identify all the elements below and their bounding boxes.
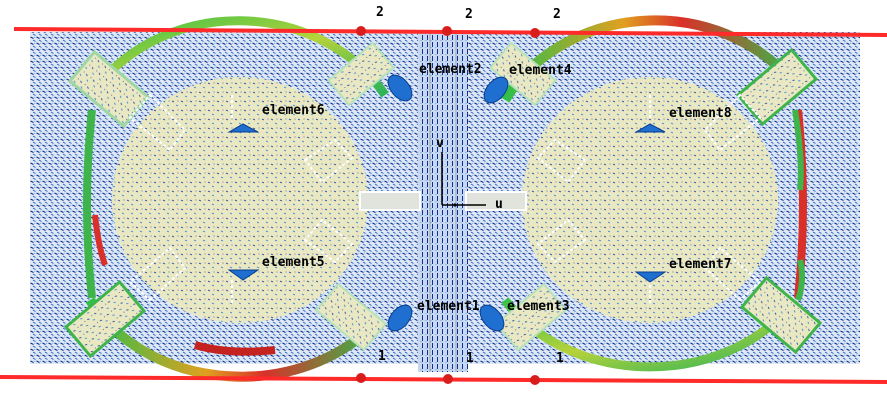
port-dot-bottom-3 — [530, 375, 540, 385]
label-element4: element4 — [509, 63, 572, 78]
axis-label-u: u — [495, 197, 503, 212]
label-element7: element7 — [669, 257, 732, 272]
left-antenna — [63, 16, 421, 382]
port-number-top-right: 2 — [553, 7, 561, 22]
probe-element7 — [634, 271, 667, 283]
probe-element2 — [387, 74, 413, 102]
probe-element6 — [227, 123, 259, 133]
probe-element5 — [227, 269, 260, 281]
port-dot-top-2 — [442, 26, 452, 36]
port-number-top-left: 2 — [376, 5, 384, 20]
label-element5: element5 — [262, 255, 325, 270]
probe-element3 — [479, 304, 505, 332]
central-feed-strip — [418, 32, 468, 372]
probe-element4 — [483, 76, 509, 104]
right-antenna — [465, 15, 823, 372]
port-dot-bottom-2 — [443, 374, 453, 384]
port-lines — [0, 26, 887, 385]
label-element8: element8 — [669, 106, 732, 121]
axis-label-v: v — [436, 136, 444, 151]
left-patch — [112, 77, 368, 323]
label-element3: element3 — [507, 299, 570, 314]
left-ring-bottom — [85, 297, 384, 382]
feed-probes — [227, 74, 667, 332]
port-number-bottom-center: 1 — [466, 351, 474, 366]
probe-element8 — [634, 123, 666, 133]
left-ring-left — [83, 109, 96, 299]
port-number-bottom-left: 1 — [378, 349, 386, 364]
label-element1: element1 — [417, 299, 480, 314]
port-dot-top-3 — [530, 28, 540, 38]
label-element6: element6 — [262, 103, 325, 118]
right-patch — [522, 77, 778, 323]
label-element2: element2 — [419, 62, 482, 77]
port-dot-bottom-1 — [356, 373, 366, 383]
coordinate-axes — [441, 152, 486, 207]
port-dot-top-1 — [356, 26, 366, 36]
probe-element1 — [387, 304, 413, 332]
port-number-bottom-right: 1 — [556, 351, 564, 366]
port-number-top-center: 2 — [465, 7, 473, 22]
